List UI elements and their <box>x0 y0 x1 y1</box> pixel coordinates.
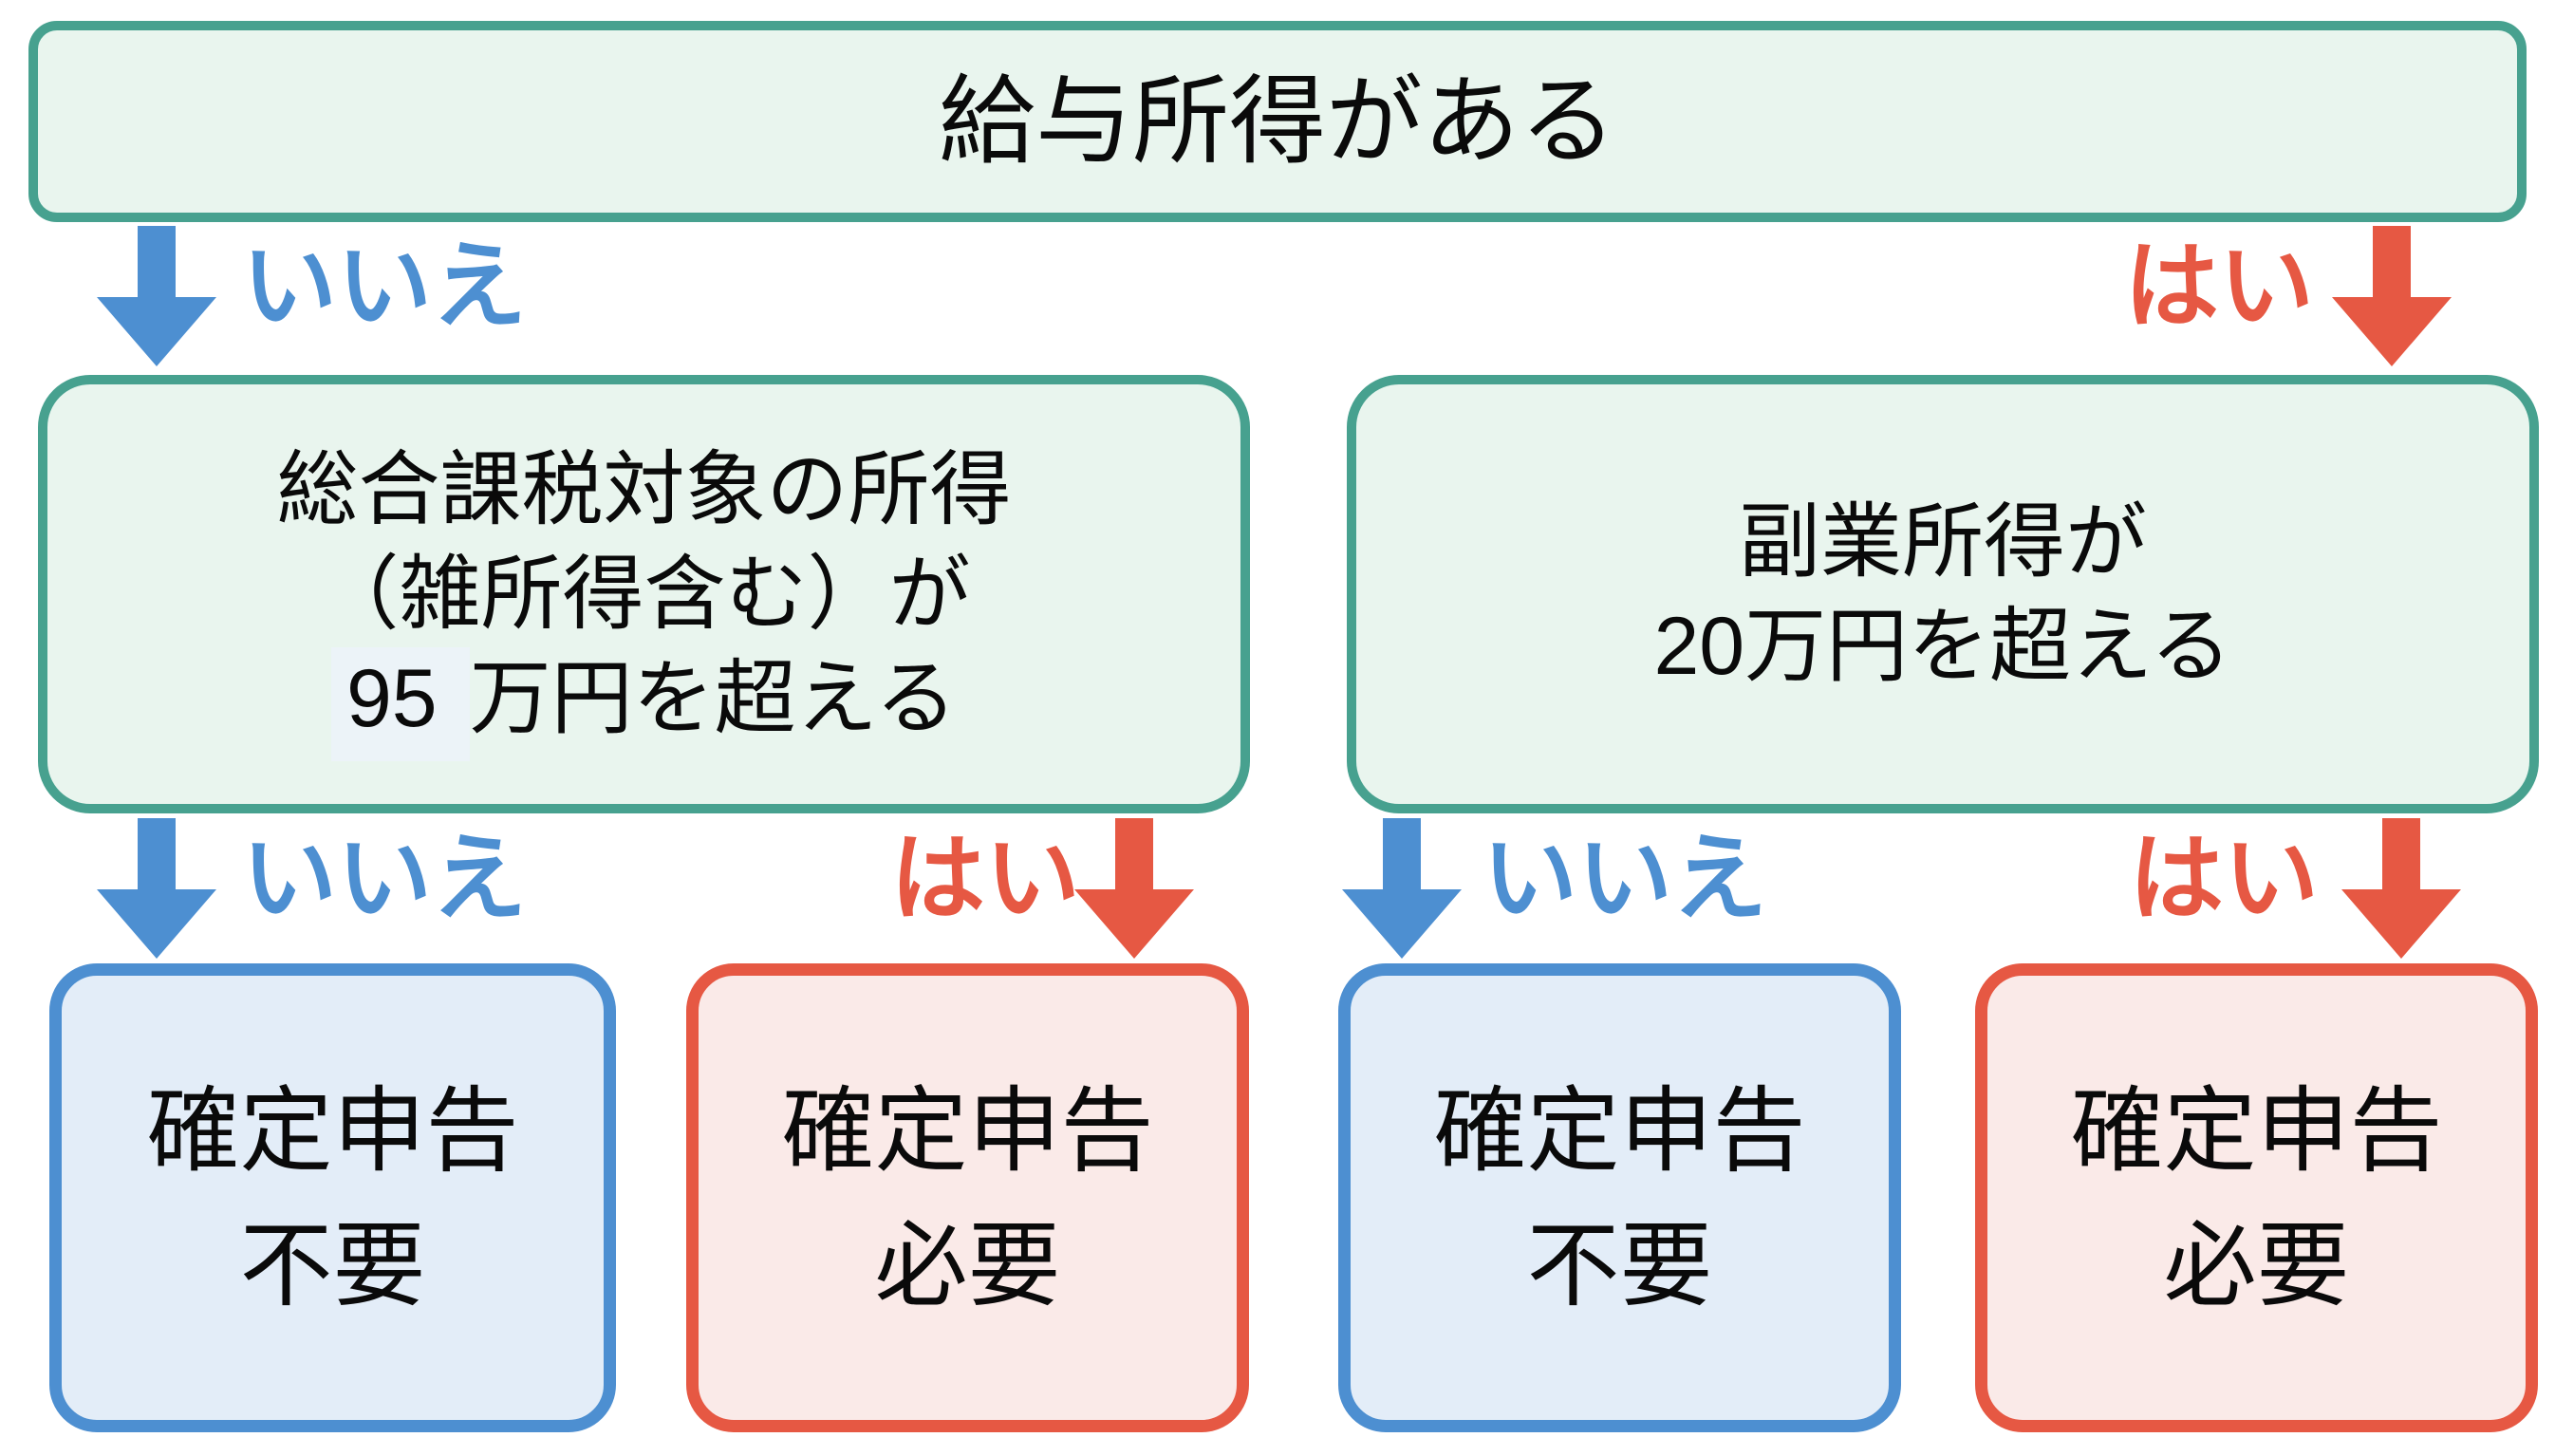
branch-label-yes: はい <box>2129 826 2319 932</box>
branch-label-no: いいえ <box>242 233 527 340</box>
question-line: 20万円を超える <box>1653 601 2232 692</box>
threshold-amount: 95 <box>330 647 470 762</box>
no-down-arrow-icon <box>95 226 218 366</box>
branch-label-yes: はい <box>890 826 1080 932</box>
yes-down-arrow-icon <box>1072 818 1196 959</box>
no-down-arrow-icon <box>95 818 218 959</box>
node-filing-required: 確定申告 必要 <box>1975 963 2538 1432</box>
result-line: 必要 <box>874 1213 1061 1317</box>
branch-label-no: いいえ <box>1483 826 1767 932</box>
node-filing-not-required: 確定申告 不要 <box>1338 963 1901 1432</box>
no-down-arrow-icon <box>1340 818 1464 959</box>
branch-label-no: いいえ <box>242 826 527 932</box>
question-line: （雑所得含む）が <box>317 548 971 640</box>
question-line: 総合課税対象の所得 <box>276 443 1012 535</box>
node-filing-not-required: 確定申告 不要 <box>49 963 616 1432</box>
result-line: 必要 <box>2163 1213 2350 1317</box>
result-line: 確定申告 <box>1433 1077 1806 1183</box>
node-filing-required: 確定申告 必要 <box>686 963 1249 1432</box>
yes-down-arrow-icon <box>2330 226 2453 366</box>
node-side-income-question: 副業所得が 20万円を超える <box>1347 375 2539 813</box>
node-salary-income: 給与所得がある <box>28 21 2527 222</box>
yes-down-arrow-icon <box>2340 818 2463 959</box>
result-line: 確定申告 <box>2070 1077 2443 1183</box>
result-line: 不要 <box>1526 1213 1713 1317</box>
node-salary-income-text: 給与所得がある <box>939 66 1616 176</box>
result-line: 不要 <box>239 1213 426 1317</box>
result-line: 確定申告 <box>146 1077 519 1183</box>
question-line: 副業所得が <box>1739 495 2147 588</box>
branch-label-yes: はい <box>2124 233 2314 340</box>
result-line: 確定申告 <box>781 1077 1154 1183</box>
